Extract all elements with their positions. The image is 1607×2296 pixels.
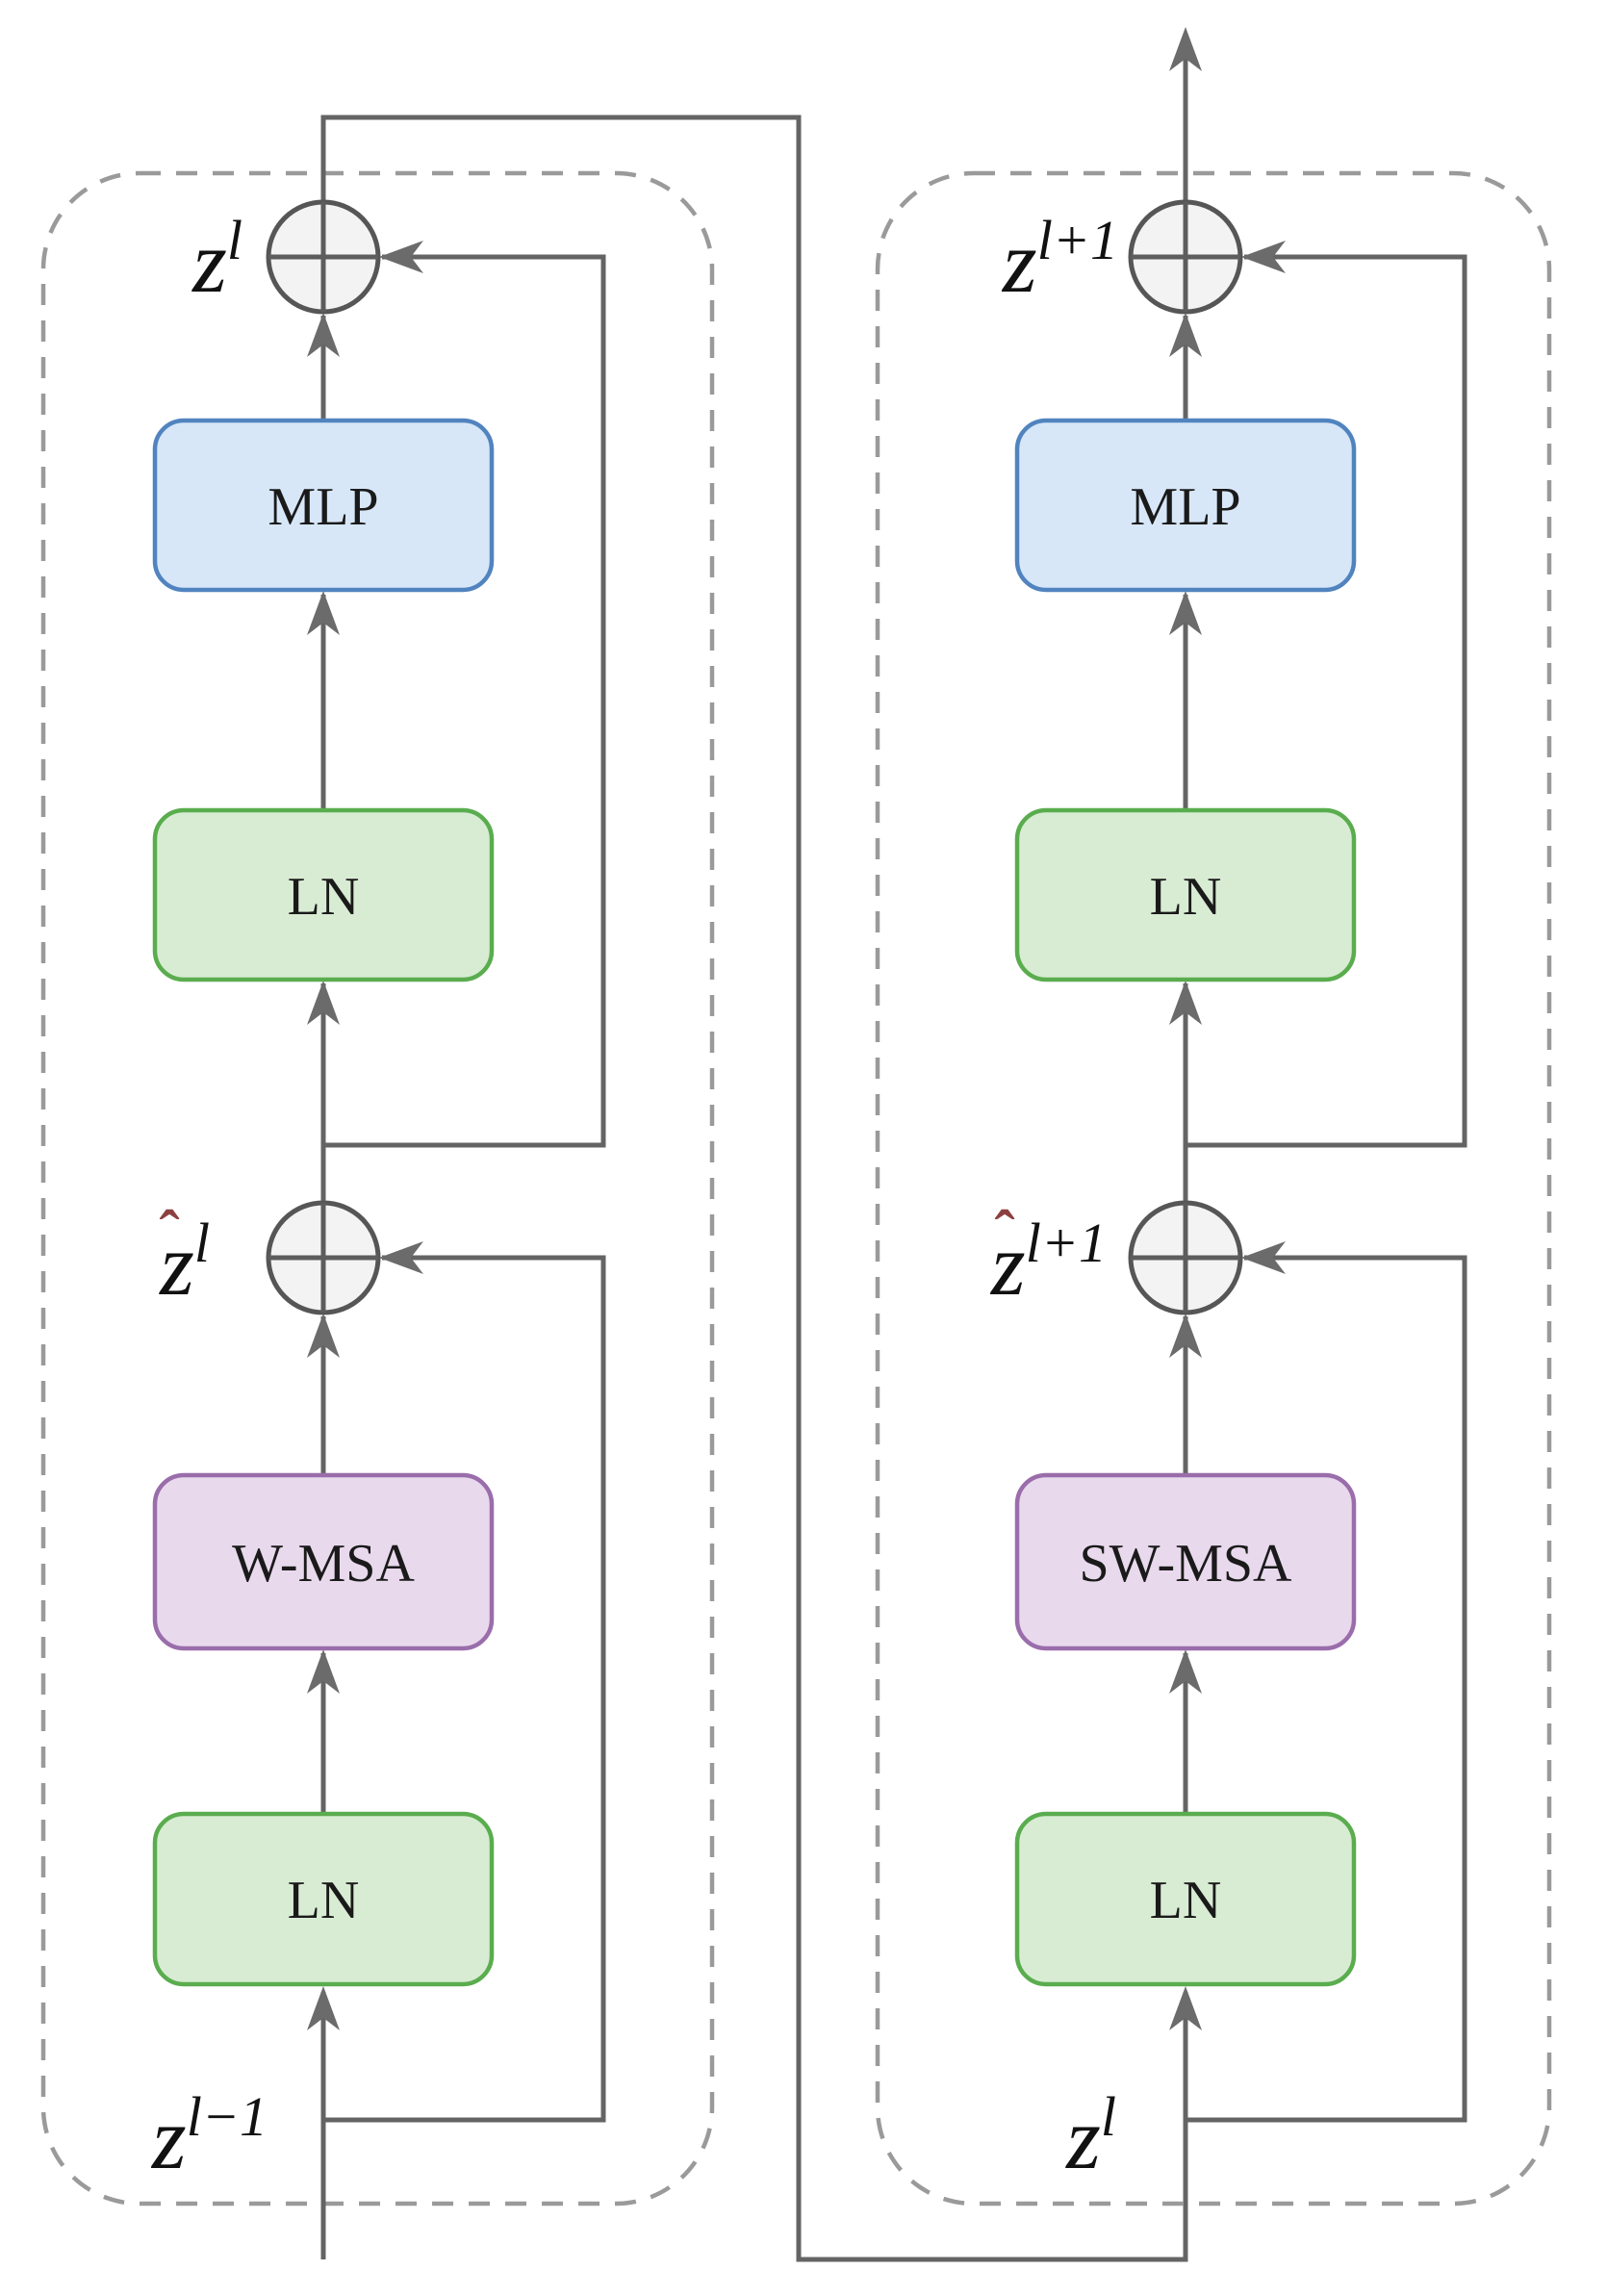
arrowhead-up-icon bbox=[307, 1986, 340, 2030]
arrowhead-up-icon bbox=[1169, 1314, 1202, 1358]
plus-icon bbox=[268, 1203, 378, 1313]
label-z-l: zl bbox=[191, 209, 242, 311]
block-boundary-dashed bbox=[40, 170, 715, 2207]
plus-icon bbox=[1131, 1203, 1240, 1313]
arrowhead-output-icon bbox=[1169, 27, 1202, 71]
mlp-label: MLP bbox=[1130, 477, 1240, 537]
label-z-hat-l: zl bbox=[158, 1212, 210, 1314]
label-z-l-plus-1: zl+1 bbox=[1001, 209, 1118, 311]
arrowhead-up-icon bbox=[307, 1314, 340, 1358]
label-superscript: l bbox=[194, 1212, 210, 1274]
swin-block-l-plus-1: LN SW-MSA LN MLP zl+1 ˆ zl+1 zl bbox=[875, 27, 1552, 2207]
block-boundary-dashed bbox=[875, 170, 1552, 2207]
layernorm-top-box bbox=[152, 807, 495, 982]
connector-residual-lower bbox=[1186, 1255, 1467, 2123]
mlp-label: MLP bbox=[268, 477, 378, 537]
sum-node-top bbox=[266, 199, 381, 315]
layernorm-bottom-box bbox=[152, 1811, 495, 1987]
sum-node-bottom bbox=[1128, 1200, 1243, 1315]
ln-bottom-label: LN bbox=[288, 1871, 360, 1930]
layernorm-top-box bbox=[1014, 807, 1357, 982]
sum-node-bottom bbox=[266, 1200, 381, 1315]
label-superscript: l bbox=[227, 209, 242, 271]
hat-accent-icon: ˆ bbox=[159, 1198, 179, 1266]
mlp-box bbox=[1014, 418, 1357, 593]
arrowhead-up-icon bbox=[307, 313, 340, 357]
arrowhead-left-icon bbox=[1241, 1241, 1286, 1274]
label-z-l-minus-1: zl−1 bbox=[150, 2085, 268, 2187]
ln-top-label: LN bbox=[1150, 867, 1222, 927]
label-base: z bbox=[191, 213, 227, 311]
connector-crossover-to-next-block bbox=[320, 115, 1188, 2262]
ln-bottom-label: LN bbox=[1150, 1871, 1222, 1930]
plus-icon bbox=[268, 202, 378, 312]
arrowhead-up-icon bbox=[1169, 313, 1202, 357]
arrowhead-left-icon bbox=[1241, 241, 1286, 273]
connector-residual-lower bbox=[323, 1255, 606, 2123]
wmsa-label: W-MSA bbox=[232, 1534, 415, 1594]
label-z-hat-l-plus-1: zl+1 bbox=[989, 1212, 1107, 1314]
label-base: z bbox=[1001, 213, 1037, 311]
sum-node-top bbox=[1128, 199, 1243, 315]
hat-accent-icon: ˆ bbox=[994, 1198, 1014, 1266]
layernorm-bottom-box bbox=[1014, 1811, 1357, 1987]
arrowhead-up-icon bbox=[307, 1649, 340, 1694]
label-superscript: l−1 bbox=[187, 2085, 268, 2148]
wmsa-box bbox=[152, 1472, 495, 1651]
swmsa-label: SW-MSA bbox=[1080, 1534, 1292, 1594]
arrowhead-up-icon bbox=[1169, 1649, 1202, 1694]
label-superscript: l bbox=[1101, 2085, 1116, 2148]
arrowhead-left-icon bbox=[379, 241, 423, 273]
connector-residual-upper bbox=[323, 254, 606, 1148]
arrowhead-up-icon bbox=[1169, 981, 1202, 1025]
swmsa-box bbox=[1014, 1472, 1357, 1651]
label-superscript: l+1 bbox=[1037, 209, 1118, 271]
ln-top-label: LN bbox=[288, 867, 360, 927]
label-z-l: zl bbox=[1064, 2085, 1116, 2187]
label-base: z bbox=[989, 1215, 1026, 1314]
label-base: z bbox=[1064, 2089, 1101, 2187]
label-base: z bbox=[158, 1215, 194, 1314]
swin-block-l: LN W-MSA LN MLP zl ˆ zl zl−1 bbox=[40, 115, 1188, 2262]
arrowhead-up-icon bbox=[1169, 591, 1202, 635]
arrowhead-up-icon bbox=[1169, 1986, 1202, 2030]
arrowhead-up-icon bbox=[307, 981, 340, 1025]
mlp-box bbox=[152, 418, 495, 593]
arrowhead-left-icon bbox=[379, 1241, 423, 1274]
connector-residual-upper bbox=[1186, 254, 1467, 1148]
plus-icon bbox=[1131, 202, 1240, 312]
arrowhead-up-icon bbox=[307, 591, 340, 635]
label-base: z bbox=[150, 2089, 187, 2187]
label-superscript: l+1 bbox=[1026, 1212, 1107, 1274]
